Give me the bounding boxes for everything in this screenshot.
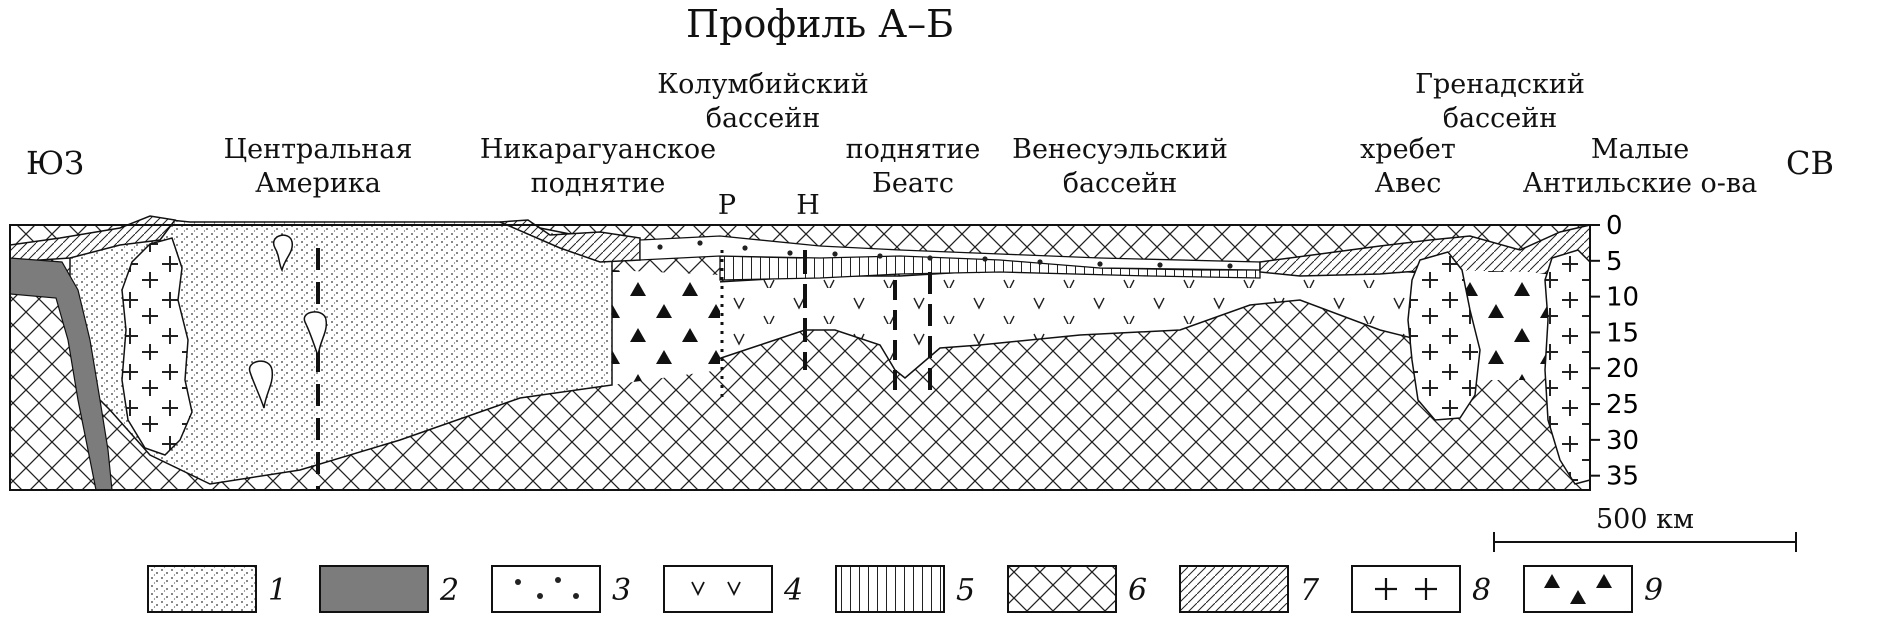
- depth-axis: 0 5 10 15 20 25 30 35: [1589, 211, 1639, 492]
- profile-title: Профиль А–Б: [686, 2, 954, 46]
- legend: 1 2 3 4 5 6 7 8 9: [147, 565, 1663, 613]
- legend-swatch-dotted-sediment: [147, 565, 257, 613]
- side-label-left: ЮЗ: [26, 144, 84, 182]
- label-colombian-basin-1: Колумбийский: [657, 69, 868, 100]
- depth-tick-label: 35: [1606, 462, 1639, 492]
- legend-v-mark: [691, 581, 705, 597]
- legend-swatch-solid-gray: [319, 565, 429, 613]
- fault-lines: [316, 248, 932, 490]
- label-aves-ridge-1: хребет: [1360, 134, 1456, 165]
- legend-number: 3: [612, 573, 631, 608]
- label-nicaraguan-rise-1: Никарагуанское: [480, 134, 716, 165]
- side-label-right: СВ: [1786, 144, 1834, 182]
- legend-dot: [555, 577, 561, 583]
- legend-dot: [537, 593, 543, 599]
- marker-label-h: Н: [796, 190, 820, 221]
- scale-bar-label: 500 км: [1596, 504, 1694, 535]
- label-grenada-basin-2: бассейн: [1443, 103, 1558, 134]
- legend-swatch-crosshatch: [1007, 565, 1117, 613]
- label-aves-ridge-2: Авес: [1375, 168, 1442, 199]
- legend-number: 2: [439, 573, 459, 608]
- label-venezuelan-basin-2: бассейн: [1063, 168, 1178, 199]
- legend-swatch-diagonal-lines: [1179, 565, 1289, 613]
- triangles-zone-west: [612, 270, 720, 385]
- legend-number: 7: [1300, 573, 1320, 608]
- depth-tick-label: 25: [1606, 390, 1639, 420]
- label-beata-rise-1: поднятие: [846, 134, 981, 165]
- region-labels: ЮЗ СВ Центральная Америка Никарагуанское…: [26, 69, 1834, 221]
- label-lesser-antilles-2: Антильские о-ва: [1523, 168, 1757, 199]
- legend-number: 4: [783, 573, 803, 608]
- depth-tick-label: 20: [1606, 354, 1639, 384]
- legend-dot: [573, 593, 579, 599]
- legend-number: 8: [1472, 573, 1491, 608]
- legend-swatch-v-marks: [663, 565, 773, 613]
- label-lesser-antilles-1: Малые: [1591, 134, 1689, 165]
- legend-number: 5: [956, 573, 975, 608]
- depth-tick-label: 10: [1606, 283, 1639, 313]
- legend-triangle-mark: [1596, 574, 1612, 588]
- legend-number: 9: [1644, 573, 1663, 608]
- label-nicaraguan-rise-2: поднятие: [531, 168, 666, 199]
- scale-bar: 500 км: [1493, 504, 1797, 552]
- depth-tick-label: 30: [1606, 426, 1639, 456]
- legend-number: 1: [268, 573, 287, 608]
- legend-swatch-triangles: [1523, 565, 1633, 613]
- legend-triangle-mark: [1544, 574, 1560, 588]
- label-central-america-2: Америка: [255, 168, 381, 199]
- label-venezuelan-basin-1: Венесуэльский: [1012, 134, 1228, 165]
- legend-dot: [515, 579, 521, 585]
- depth-tick-label: 0: [1606, 211, 1623, 241]
- legend-number: 6: [1128, 573, 1147, 608]
- depth-ticks: 0 5 10 15 20 25 30 35: [1590, 211, 1639, 492]
- label-grenada-basin-1: Гренадский: [1415, 69, 1585, 100]
- depth-tick-label: 5: [1606, 247, 1623, 277]
- label-beata-rise-2: Беатс: [872, 168, 954, 199]
- legend-triangle-mark: [1570, 590, 1586, 604]
- cross-section: [9, 215, 1591, 491]
- label-colombian-basin-2: бассейн: [706, 103, 821, 134]
- legend-swatch-sparse-dots: [491, 565, 601, 613]
- legend-swatch-plus-signs: [1351, 565, 1461, 613]
- sediment-lenses: [248, 234, 328, 409]
- depth-tick-label: 15: [1606, 318, 1639, 348]
- legend-plus-mark: [1375, 578, 1397, 600]
- legend-swatch-vertical-lines: [835, 565, 945, 613]
- granite-intrusion-aves: [1407, 251, 1481, 421]
- marker-label-r: Р: [718, 190, 736, 221]
- label-central-america-1: Центральная: [224, 134, 413, 165]
- legend-plus-mark: [1415, 578, 1437, 600]
- sparse-dots: [657, 240, 1233, 269]
- legend-v-mark: [727, 581, 741, 597]
- granite-intrusion-antilles: [1544, 249, 1591, 485]
- granite-intrusion-west: [121, 237, 193, 456]
